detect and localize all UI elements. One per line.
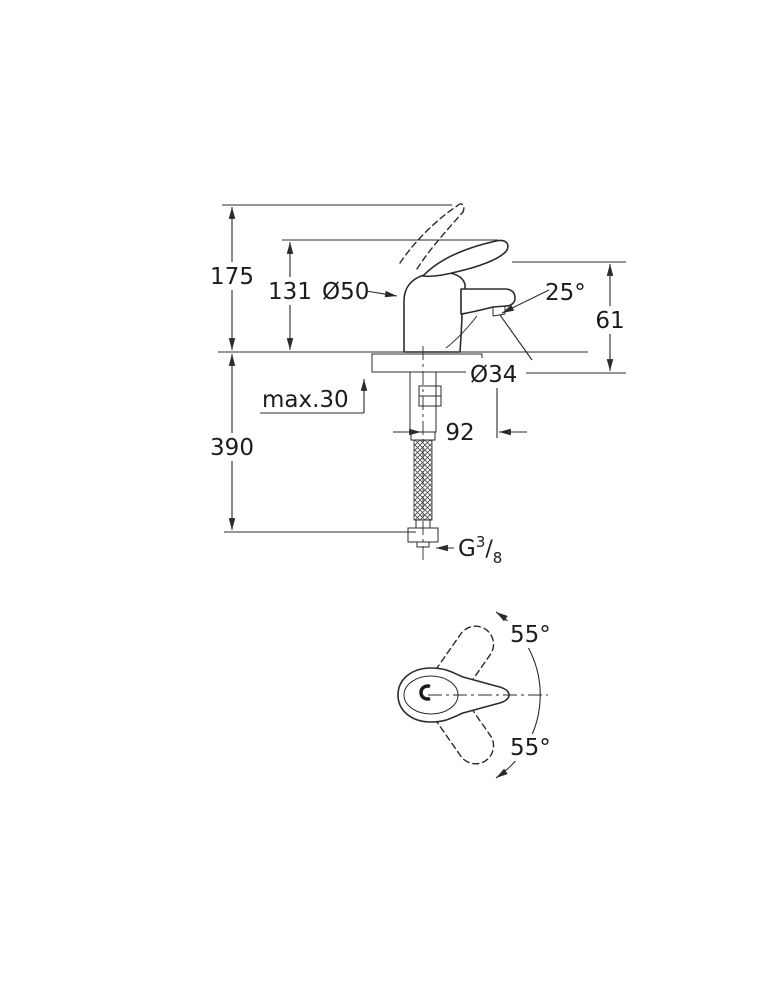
dim-175-label: 175 (210, 264, 254, 290)
lever-raised-dashed (399, 203, 465, 270)
faucet-spout (460, 288, 516, 315)
angle-55-down-label: 55° (510, 735, 551, 761)
handle-indicator-mark (419, 684, 431, 701)
side-view: 175 131 Ø50 25° 61 Ø34 max.30 390 92 G3/… (208, 203, 628, 567)
angle-55-up-label: 55° (510, 622, 551, 648)
plan-view: 55° 55° (397, 611, 557, 779)
dia-34-label: Ø34 (470, 362, 517, 388)
mounting-flange (371, 353, 483, 373)
max-30-label: max.30 (262, 387, 349, 413)
faucet-outline (371, 203, 516, 562)
dim-92-label: 92 (445, 420, 474, 446)
dimension-labels: 175 131 Ø50 25° 61 Ø34 max.30 390 92 G3/… (208, 262, 628, 567)
dim-390-label: 390 (210, 435, 254, 461)
dim-131-label: 131 (268, 279, 312, 305)
dim-61-label: 61 (595, 308, 624, 334)
thread-size-label: G3/8 (458, 533, 502, 567)
angle-25-label: 25° (545, 280, 586, 306)
faucet-body (403, 271, 466, 353)
dia-50-label: Ø50 (322, 279, 369, 305)
faucet-lever (422, 239, 509, 278)
